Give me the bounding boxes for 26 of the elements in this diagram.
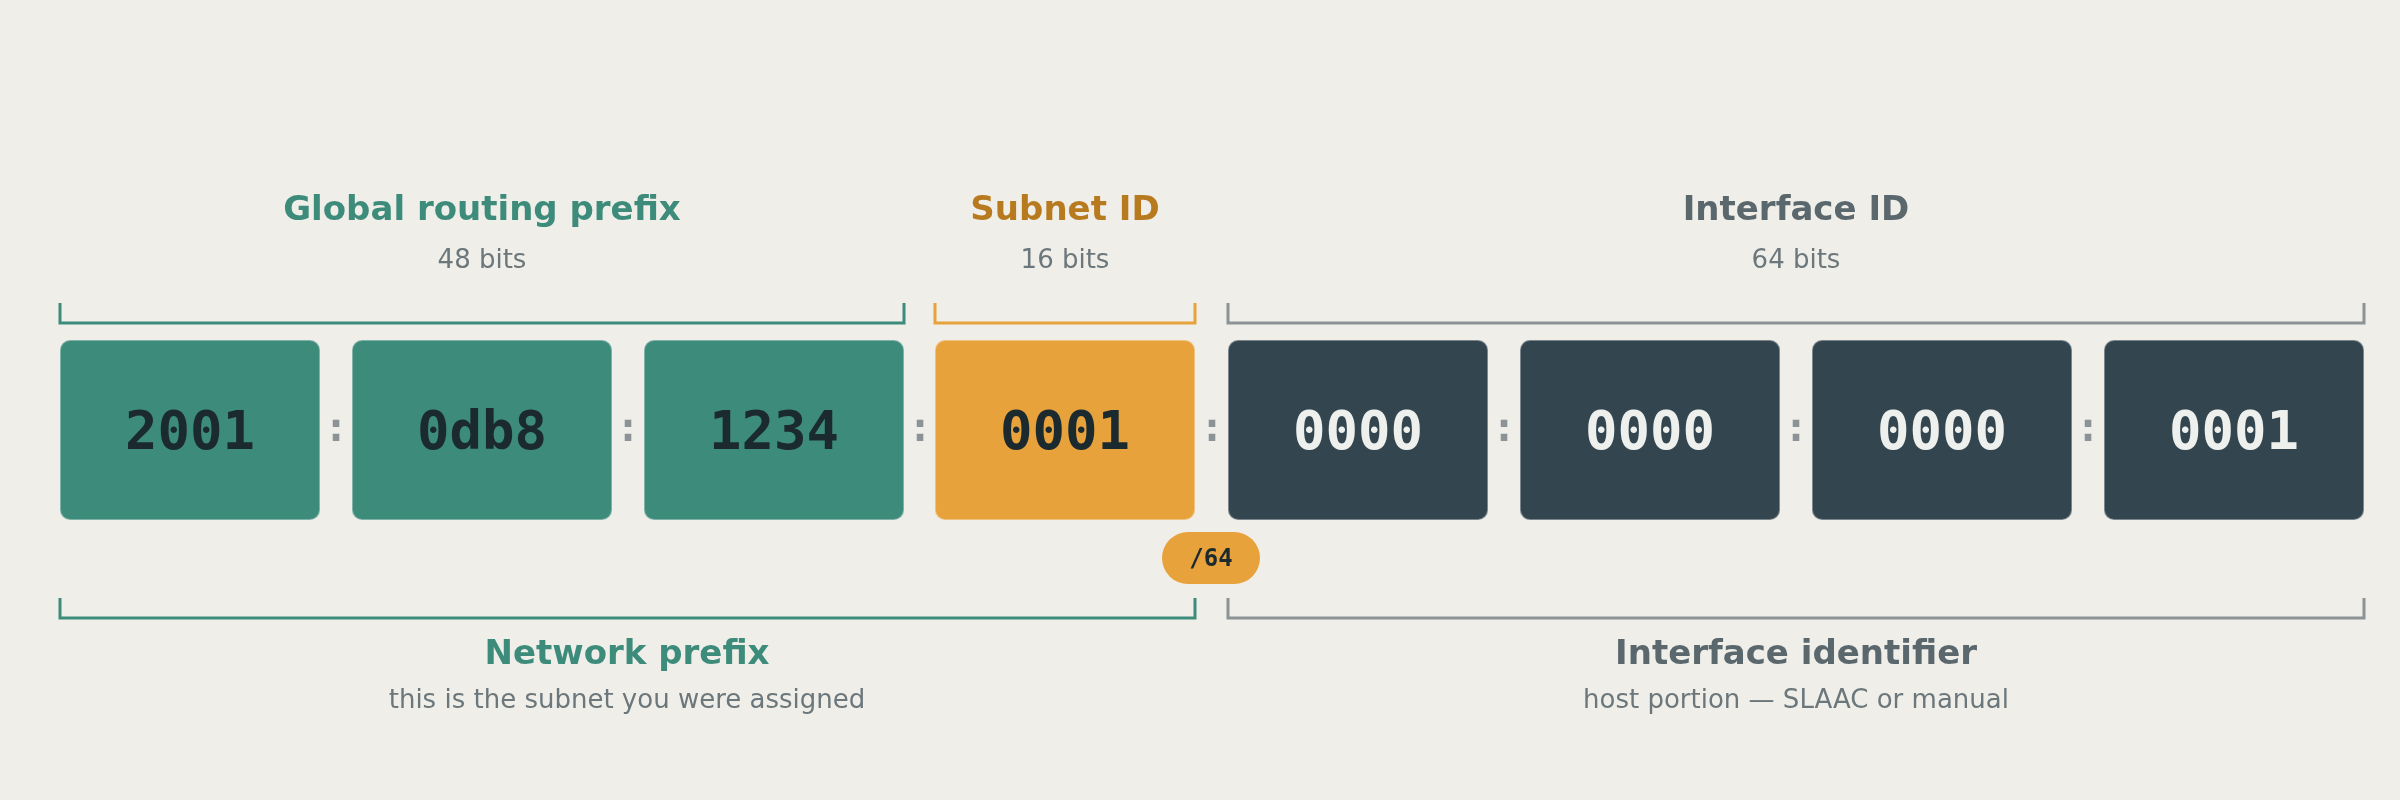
separator-colon: : <box>323 404 349 450</box>
hextet-box: 0001 <box>935 340 1195 520</box>
separator-colon: : <box>1491 404 1517 450</box>
section-title: Interface identifier <box>1615 632 1977 672</box>
hextet-box: 0db8 <box>352 340 612 520</box>
hextet-box: 2001 <box>60 340 320 520</box>
section-title: Subnet ID <box>970 188 1160 228</box>
separator-colon: : <box>1783 404 1809 450</box>
separator-colon: : <box>2075 404 2101 450</box>
separator-colon: : <box>1199 404 1225 450</box>
hextet-box: 0000 <box>1520 340 1780 520</box>
section-title: Network prefix <box>484 632 770 672</box>
separator-colon: : <box>907 404 933 450</box>
hextet-box: 0000 <box>1812 340 2072 520</box>
section-title: Interface ID <box>1682 188 1910 228</box>
bit-count: 64 bits <box>1751 244 1841 274</box>
bit-count: 16 bits <box>1020 244 1110 274</box>
hextet-box: 0001 <box>2104 340 2364 520</box>
section-title: Global routing prefix <box>283 188 681 228</box>
prefix-length-badge: /64 <box>1162 532 1260 584</box>
caption-text: host portion — SLAAC or manual <box>1583 684 2009 714</box>
bit-count: 48 bits <box>437 244 527 274</box>
hextet-box: 1234 <box>644 340 904 520</box>
caption-text: this is the subnet you were assigned <box>388 684 866 714</box>
hextet-box: 0000 <box>1228 340 1488 520</box>
separator-colon: : <box>615 404 641 450</box>
